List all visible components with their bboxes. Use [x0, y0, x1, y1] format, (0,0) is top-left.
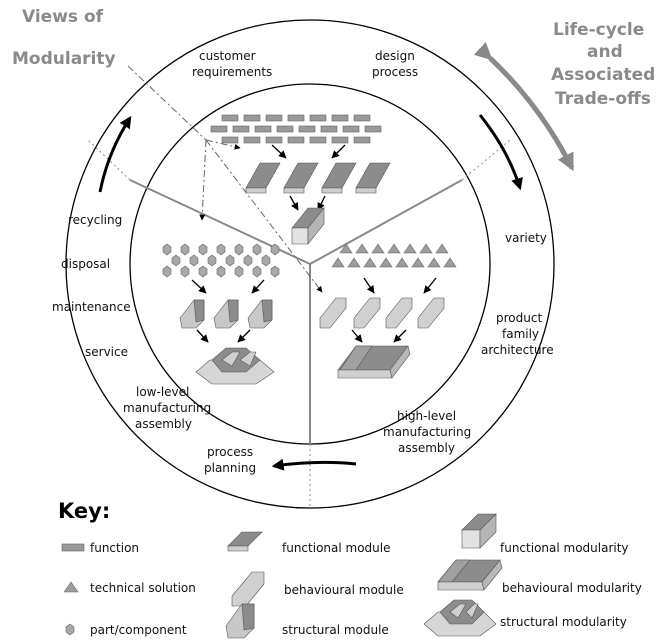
label-design-2: process	[372, 65, 418, 79]
key-functional-module-label: functional module	[282, 541, 391, 555]
technical-arrows-top	[363, 277, 437, 294]
outer-labels: customer requirements design process var…	[52, 49, 554, 475]
key-functional-module-icon	[227, 531, 263, 552]
behavioural-modules-right	[319, 297, 445, 329]
key-behavioural-module-icon	[231, 571, 265, 607]
key-function-label: function	[90, 541, 139, 555]
structural-modularity-block	[195, 347, 275, 385]
function-bricks	[210, 114, 382, 144]
label-process-planning-1: process	[207, 445, 253, 459]
key-functional-modularity-label: functional modularity	[500, 541, 629, 555]
label-low-level-1: low-level	[136, 385, 189, 399]
dash-dot-lines	[127, 65, 323, 293]
label-product-family-3: architecture	[481, 343, 554, 357]
label-disposal: disposal	[61, 257, 110, 271]
outer-circle	[65, 19, 555, 509]
key-technical-solution-icon	[63, 581, 79, 593]
part-hexagons	[162, 243, 280, 278]
key-part-component-label: part/component	[90, 623, 187, 637]
technical-arrows-bottom	[351, 329, 407, 343]
key-structural-module-icon	[225, 603, 255, 639]
key-structural-module-label: structural module	[282, 623, 389, 637]
key-structural-modularity-icon	[423, 599, 497, 637]
label-variety: variety	[505, 231, 547, 245]
function-arrows-top	[271, 144, 346, 159]
key-behavioural-modularity-label: behavioural modularity	[502, 581, 642, 595]
label-product-family-2: family	[502, 327, 539, 341]
label-high-level-1: high-level	[397, 409, 456, 423]
label-service: service	[85, 345, 128, 359]
lifecycle-arrow-left	[98, 115, 132, 193]
key-behavioural-module-label: behavioural module	[284, 583, 404, 597]
part-arrows-top	[191, 279, 265, 294]
lifecycle-heading-line4: Trade-offs	[555, 89, 651, 109]
key-function-icon	[61, 543, 85, 552]
key-functional-modularity-icon	[461, 513, 497, 549]
lifecycle-arrow-right	[478, 114, 523, 191]
label-design-1: design	[375, 49, 415, 63]
label-process-planning-2: planning	[204, 461, 256, 475]
label-product-family-1: product	[496, 311, 542, 325]
label-customer-1: customer	[199, 49, 256, 63]
key-part-component-icon	[65, 623, 75, 636]
label-high-level-2: manufacturing	[383, 425, 471, 439]
lifecycle-arrow-bottom	[271, 458, 357, 471]
key-behavioural-modularity-icon	[437, 559, 503, 591]
part-arrows-bottom	[196, 329, 251, 343]
tradeoff-double-arrow	[473, 42, 575, 172]
key-technical-solution-label: technical solution	[90, 581, 196, 595]
label-recycling: recycling	[68, 213, 122, 227]
views-heading-line2: Modularity	[12, 49, 116, 69]
structural-modules-left	[179, 299, 273, 329]
label-customer-2: requirements	[192, 65, 272, 79]
functional-modularity-block	[291, 207, 325, 245]
label-high-level-3: assembly	[398, 441, 455, 455]
label-low-level-3: assembly	[135, 417, 192, 431]
behavioural-modularity-block	[337, 345, 411, 379]
sector-dividers	[129, 179, 463, 444]
key-title: Key:	[58, 499, 110, 523]
technical-triangles	[331, 243, 457, 268]
function-arrows-mid	[289, 195, 326, 211]
functional-modules-top	[245, 162, 391, 194]
lifecycle-heading-line2: and	[587, 42, 623, 62]
label-maintenance: maintenance	[52, 300, 131, 314]
lifecycle-heading-line3: Associated	[551, 65, 655, 85]
label-low-level-2: manufacturing	[123, 401, 211, 415]
lifecycle-heading-line1: Life-cycle	[553, 20, 644, 40]
views-heading-line1: Views of	[22, 7, 104, 27]
key-structural-modularity-label: structural modularity	[500, 615, 627, 629]
